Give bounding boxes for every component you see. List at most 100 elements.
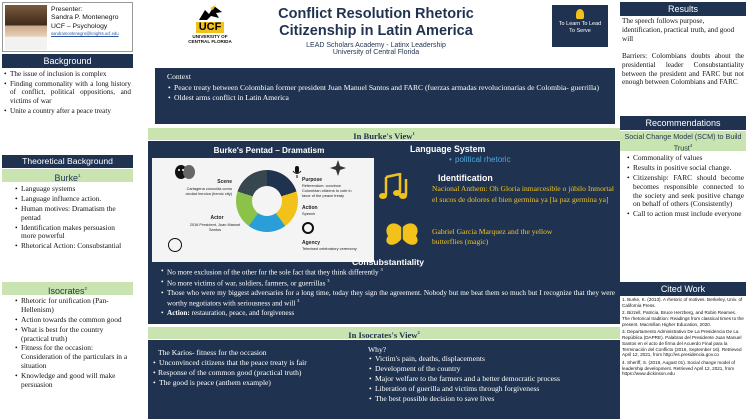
pegasus-icon [196, 4, 224, 22]
agency-label: Agency [302, 240, 321, 246]
burke-heading: Burke1 [2, 169, 133, 183]
ucf-logo: UCF UNIVERSITY OF CENTRAL FLORIDA [176, 4, 244, 50]
action-text: Speech [302, 211, 316, 216]
theory-heading: Theoretical Background [2, 155, 133, 168]
consub-item: No more exclusion of the other for the s… [160, 267, 615, 277]
background-list: The issue of inclusion is complex Findin… [3, 70, 131, 116]
rec-item: Call to action must include everyone [626, 209, 744, 219]
language-heading: Language System [410, 144, 486, 154]
subtitle-2: University of Central Florida [332, 49, 420, 56]
isocrates-item: Knowledge and good will make persuasion [14, 371, 132, 390]
rec-item: Citizenship: FARC should become becomes … [626, 173, 744, 210]
burke-item: Rhetorical Action: Consubstantial [14, 241, 132, 251]
language-item: political rhetoric [448, 155, 511, 165]
rec-item: Results in positive social change. [626, 163, 744, 173]
context-heading: Context [167, 72, 192, 81]
background-item: The issue of inclusion is complex [3, 70, 131, 79]
presenter-label: Presenter: [51, 6, 83, 13]
why-item: Development of the country [368, 364, 616, 373]
why-item: Major welfare to the farmers and a bette… [368, 374, 616, 383]
pentad-ring [236, 170, 298, 232]
citation: 3. Departamento Administrativo De La Pre… [622, 329, 742, 358]
compass-icon [168, 238, 182, 252]
pentad-title: Burke's Pentad – Dramatism [213, 146, 325, 155]
burke-item: Language influence action. [14, 194, 132, 204]
background-item: Finding commonality with a long history … [3, 80, 131, 106]
isocrates-list: Rhetoric for unification (Pan-Hellenism)… [14, 296, 132, 391]
isocrates-view-heading: In Isocrates's View2 [148, 327, 620, 340]
scene-label: Scene [217, 179, 232, 185]
results-p1: The speech follows purpose, identificati… [622, 17, 735, 43]
action-label: Action [302, 205, 318, 211]
context-item: Peace treaty between Colombian former pr… [167, 83, 603, 92]
why-item: Liberation of guerilla and victims throu… [368, 384, 616, 393]
identification-heading: Identification [438, 173, 493, 183]
identification-butterflies: Gabriel Garcia Marquez and the yellow bu… [432, 227, 553, 247]
target-icon [302, 222, 314, 234]
agency-text: Televised celebratory ceremony [302, 246, 357, 251]
butterfly-icon [384, 222, 420, 248]
burke-item: Human motives: Dramatism the pentad [14, 204, 132, 223]
poster-title: Conflict Resolution Rhetoric Citizenship… [250, 6, 502, 56]
musical-notes-icon [378, 172, 418, 201]
kairos-title: The Karios- fitness for the occasion [158, 348, 267, 357]
presenter-email[interactable]: sandramontenegro@knights.ucf.edu [51, 31, 119, 37]
burke-list: Language systems Language influence acti… [14, 184, 132, 252]
isocrates-item: What is best for the country (practical … [14, 325, 132, 344]
context-item: Oldest arms conflict in Latin America [167, 93, 603, 102]
ucf-wordmark: UCF [195, 22, 225, 33]
ucf-line3: CENTRAL FLORIDA [188, 39, 232, 44]
citation: 2. Bizzell, Patricia, Bruce Herzberg, an… [622, 310, 744, 327]
presenter-photo [5, 5, 47, 50]
title-line-1: Conflict Resolution Rhetoric [278, 6, 474, 22]
identification-anthem: Nacional Anthem: Oh Gloria inmarcesible … [432, 184, 614, 204]
background-heading: Background [2, 54, 133, 68]
kairos-list: Unconvinced citizens that the peace trea… [152, 358, 356, 388]
isocrates-item: Fitness for the occasion: Consideration … [14, 343, 132, 371]
actor-text: 2016 President, Juan Manuel Santos [189, 222, 241, 233]
microphone-icon [292, 166, 302, 178]
isocrates-heading: Isocrates2 [2, 282, 133, 296]
seal-text: To Learn To Lead To Serve [558, 21, 602, 34]
subtitle-1: LEAD Scholars Academy - Latinx Leadershi… [306, 42, 446, 49]
recommendations-heading: Recommendations [620, 116, 746, 130]
why-item: The best possible decision to save lives [368, 394, 616, 403]
title-line-2: Citizenship in Latin America [279, 23, 473, 39]
why-item: Victim's pain, deaths, displacements [368, 354, 616, 363]
purpose-label: Purpose [302, 177, 323, 183]
presenter-box: Presenter: Sandra P. Montenegro UCF – Ps… [2, 2, 133, 52]
kairos-item: Unconvinced citizens that the peace trea… [152, 358, 356, 367]
citation: 4. Sheriff, S. (2019, August 01). Social… [622, 359, 736, 377]
ucf-line2: UNIVERSITY OF [192, 34, 228, 39]
consub-item: Those who were my biggest adversaries fo… [160, 289, 615, 308]
results-heading: Results [620, 2, 746, 16]
citation: 1. Burke, K. (2013). A rhetoric of motiv… [622, 297, 743, 308]
lead-seal: To Learn To Lead To Serve [552, 5, 608, 47]
burke-view-panel: Burke's Pentad – Dramatism Scene Cartage… [148, 141, 620, 324]
kairos-item: The good is peace (anthem example) [152, 378, 356, 387]
isocrates-item: Rhetoric for unification (Pan-Hellenism) [14, 296, 132, 315]
burke-item: Language systems [14, 184, 132, 194]
isocrates-view-panel: The Karios- fitness for the occasion Unc… [148, 340, 620, 419]
actor-label: Actor [210, 215, 224, 221]
peace-icon [330, 160, 346, 176]
theater-masks-icon [174, 164, 196, 180]
rec-item: Commonality of values [626, 153, 744, 163]
consub-item: Action: restauration, peace, and forgive… [160, 309, 615, 318]
consubstantiality-heading: Consubstantiality [351, 257, 425, 267]
consub-list: No more exclusion of the other for the s… [160, 267, 615, 318]
context-box: Context Peace treaty between Colombian f… [155, 68, 615, 124]
burke-item: Identification makes persuasion more pow… [14, 223, 132, 242]
purpose-text: Referendum: convince Colombian citizens … [302, 183, 352, 199]
scm-heading: Social Change Model (SCM) to Build Trust… [620, 131, 746, 152]
consub-item: No more victims of war, soldiers, farmer… [160, 278, 615, 288]
cited-heading: Cited Work [620, 282, 746, 296]
isocrates-item: Action towards the common good [14, 315, 132, 325]
flame-icon [576, 9, 584, 19]
background-item: Unite a country after a peace treaty [3, 107, 131, 116]
why-heading: Why? [368, 345, 387, 354]
recommendations-list: Commonality of values Results in positiv… [626, 153, 744, 220]
burke-view-heading: In Burke's View1 [148, 128, 620, 141]
scene-text: Cartagena conocida como ciudad heroica (… [185, 186, 233, 197]
pentad-diagram: Scene Cartagena conocida como ciudad her… [152, 158, 374, 262]
